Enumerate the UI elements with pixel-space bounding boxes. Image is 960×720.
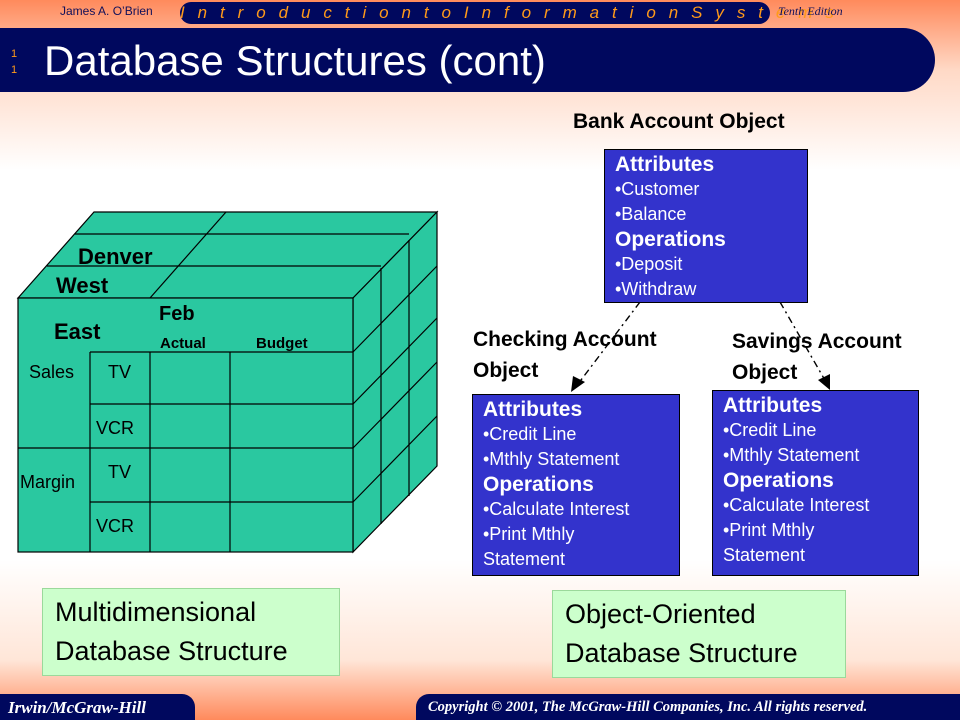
label-line: Savings Account <box>732 330 902 353</box>
checking-account-object-label: Checking Account Object <box>473 324 657 386</box>
slide-number: 1 1 <box>10 48 18 76</box>
edition-label: Tenth Edition <box>778 4 843 18</box>
title-bar <box>0 28 935 92</box>
operation-item: •Withdraw <box>615 279 697 299</box>
inheritance-arrow-savings <box>779 301 827 383</box>
attribute-item: •Mthly Statement <box>483 449 620 469</box>
attribute-item: •Credit Line <box>723 420 817 440</box>
savings-account-object-box: Attributes •Credit Line •Mthly Statement… <box>712 390 919 576</box>
label-line: Checking Account <box>473 328 657 351</box>
bank-account-object-label: Bank Account Object <box>573 110 785 133</box>
operations-heading: Operations <box>483 473 594 496</box>
operation-item: •Calculate Interest <box>483 499 630 519</box>
caption-multidimensional: Multidimensional Database Structure <box>42 588 340 676</box>
attributes-heading: Attributes <box>483 398 583 421</box>
attribute-item: •Mthly Statement <box>723 445 860 465</box>
series-title: I n t r o d u c t i o n t o I n f o r m … <box>180 3 838 22</box>
measure-label-sales: Sales <box>29 362 75 382</box>
product-label-vcr: VCR <box>96 418 135 438</box>
slide-title: Database Structures (cont) <box>44 37 546 84</box>
attribute-item: •Balance <box>615 204 687 224</box>
inheritance-arrow-checking <box>577 301 641 385</box>
operation-item: Statement <box>723 545 806 565</box>
measure-label-margin: Margin <box>20 472 76 492</box>
operation-item: Statement <box>483 549 566 569</box>
column-label-budget: Budget <box>256 335 308 352</box>
attribute-item: •Credit Line <box>483 424 577 444</box>
author-name: James A. O’Brien <box>60 4 153 18</box>
caption-line: Object-Oriented <box>565 599 756 629</box>
attributes-heading: Attributes <box>615 153 715 176</box>
copyright-notice: Copyright © 2001, The McGraw-Hill Compan… <box>428 699 868 715</box>
column-label-actual: Actual <box>160 335 206 352</box>
region-label-west: West <box>56 273 109 298</box>
month-label: Feb <box>159 303 195 325</box>
operation-item: •Calculate Interest <box>723 495 870 515</box>
product-label-tv: TV <box>108 362 132 382</box>
caption-object-oriented: Object-Oriented Database Structure <box>552 590 846 678</box>
attribute-item: •Customer <box>615 179 700 199</box>
publisher-name: Irwin/McGraw-Hill <box>8 698 146 717</box>
savings-account-object-label: Savings Account Object <box>732 326 902 388</box>
operations-heading: Operations <box>615 228 726 251</box>
region-label-denver: Denver <box>78 244 153 269</box>
series-banner <box>180 2 770 24</box>
product-label-tv: TV <box>108 462 132 482</box>
region-label-east: East <box>54 319 101 344</box>
label-line: Object <box>732 361 798 384</box>
cube-front-face <box>17 297 354 553</box>
operation-item: •Print Mthly <box>723 520 815 540</box>
operation-item: •Print Mthly <box>483 524 575 544</box>
bank-account-object-box: Attributes •Customer •Balance Operations… <box>604 149 808 303</box>
caption-line: Database Structure <box>55 636 288 666</box>
attributes-heading: Attributes <box>723 394 823 417</box>
caption-line: Multidimensional <box>55 597 257 627</box>
operation-item: •Deposit <box>615 254 683 274</box>
product-label-vcr: VCR <box>96 516 135 536</box>
label-line: Object <box>473 359 539 382</box>
publisher-banner <box>0 694 195 720</box>
copyright-banner <box>416 694 960 720</box>
caption-line: Database Structure <box>565 638 798 668</box>
operations-heading: Operations <box>723 469 834 492</box>
checking-account-object-box: Attributes •Credit Line •Mthly Statement… <box>472 394 680 576</box>
